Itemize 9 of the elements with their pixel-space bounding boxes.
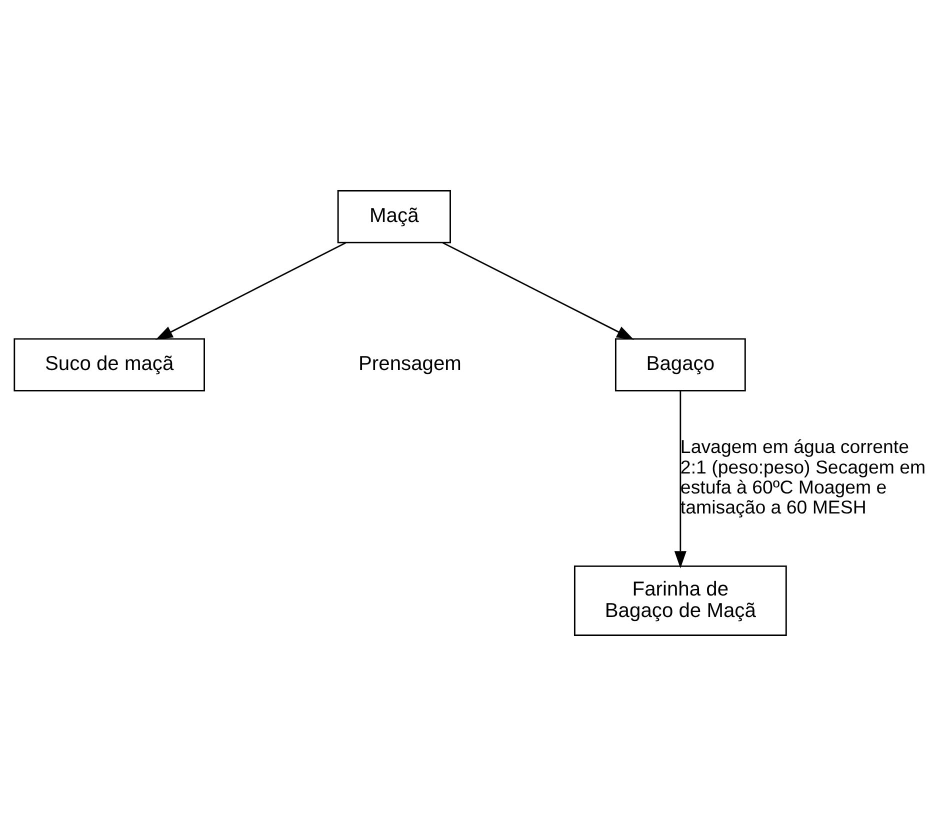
node-box: Bagaço [614, 338, 746, 391]
edge-label: Lavagem em água corrente 2:1 (peso:peso) Secagem em estufa à 60ºC Moagem e tamisação a 60 MESH [680, 436, 926, 518]
label: Prensagem [358, 352, 462, 375]
arrow [155, 242, 346, 340]
arrow [442, 242, 634, 340]
arrow [674, 390, 686, 568]
node-box: Farinha de Bagaço de Maçã [574, 564, 787, 636]
node-box: Suco de maçã [14, 338, 205, 391]
node-box: Maçã [337, 190, 451, 243]
